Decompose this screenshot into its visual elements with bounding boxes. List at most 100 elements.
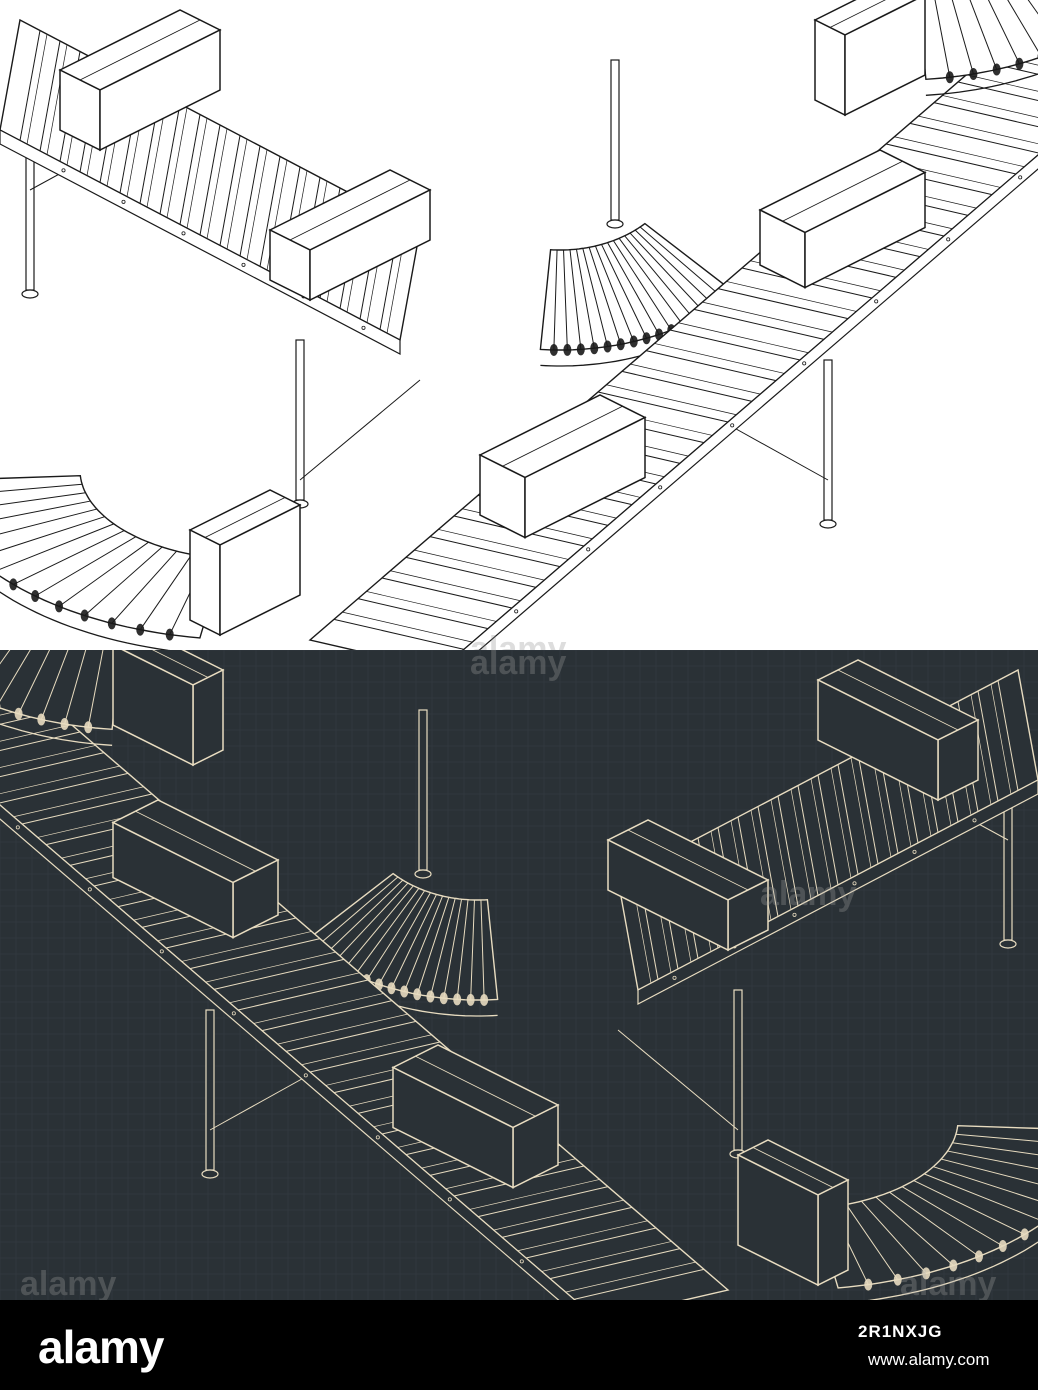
curve-roller — [601, 244, 647, 339]
curve-roller — [582, 248, 609, 347]
box-tape — [79, 19, 201, 81]
curve-frame — [867, 1241, 1038, 1300]
roller-edge — [342, 611, 473, 643]
curve-roller — [87, 650, 104, 728]
roller — [21, 793, 153, 825]
roller — [309, 1041, 441, 1073]
scene-group — [0, 0, 1038, 650]
curve-roller — [366, 890, 425, 981]
roller — [261, 1000, 393, 1032]
frame-bolt — [672, 975, 677, 980]
roller — [777, 795, 799, 907]
frame-bolt — [303, 1073, 308, 1078]
curve-roller — [607, 242, 660, 335]
frame-bolt — [874, 299, 879, 304]
roller-edge — [810, 778, 832, 889]
roller — [957, 81, 1038, 101]
curve-roller — [0, 492, 86, 506]
dark-conveyor-drawing — [0, 650, 1038, 1300]
roller — [817, 774, 839, 886]
leg-foot — [201, 1169, 219, 1179]
curve-roller — [456, 899, 469, 1000]
curve-roller — [342, 885, 414, 971]
frame-bolt — [15, 825, 20, 830]
roller-end — [998, 1239, 1007, 1252]
support-leg — [823, 359, 833, 521]
roller-edge — [990, 684, 1012, 795]
roller-end — [974, 1250, 983, 1263]
roller — [997, 680, 1019, 791]
curve-roller — [0, 516, 105, 552]
curve-bed — [813, 1124, 1038, 1289]
roller-edge — [726, 281, 857, 312]
brace — [617, 1029, 739, 1131]
curve-roller — [0, 523, 115, 570]
roller-edge — [565, 1261, 696, 1293]
frame-bolt — [658, 485, 663, 490]
brace — [299, 379, 421, 481]
conveyor-bed — [0, 669, 730, 1300]
roller-end — [1015, 57, 1024, 70]
roller-edge — [469, 1179, 600, 1210]
roller — [501, 1206, 633, 1238]
watermark-top-light: alamy — [470, 630, 567, 650]
frame-bolt — [375, 1135, 380, 1140]
curve-bed — [0, 474, 225, 639]
roller — [909, 122, 1038, 154]
curve-roller — [969, 0, 998, 70]
roller-end — [480, 993, 489, 1006]
watermark-center-dark: alamy — [760, 875, 857, 913]
curve-roller — [480, 899, 485, 1000]
curve-roller — [443, 899, 463, 999]
roller-end — [945, 71, 954, 84]
box-front — [99, 28, 221, 152]
curve-roller — [0, 650, 31, 702]
support-leg — [25, 149, 35, 291]
roller-edge — [181, 931, 312, 962]
box-side — [189, 528, 221, 637]
roller-end — [84, 721, 93, 734]
roller — [573, 1268, 705, 1300]
roller-end — [949, 1259, 958, 1272]
box-front — [817, 678, 939, 802]
watermark-mid-dark: alamy — [470, 650, 567, 682]
curve-roller — [934, 0, 951, 78]
roller-end — [893, 1273, 902, 1286]
roller — [857, 753, 879, 865]
roller-edge — [186, 118, 208, 229]
roller — [381, 577, 513, 609]
curve-roller — [84, 546, 163, 616]
roller — [0, 772, 129, 804]
support-leg — [733, 989, 743, 1151]
curve-roller — [139, 554, 193, 630]
roller-end — [992, 63, 1001, 76]
roller — [0, 731, 81, 751]
roller-edge — [966, 74, 1038, 92]
roller-edge — [229, 972, 360, 1004]
roller — [357, 598, 489, 630]
roller-edge — [206, 128, 228, 239]
roller-edge — [301, 1034, 432, 1066]
curve-frame — [0, 723, 113, 746]
roller — [933, 102, 1038, 128]
roller — [797, 785, 819, 896]
support-leg — [610, 59, 620, 221]
box-tape — [289, 179, 411, 241]
roller — [693, 308, 825, 340]
roller-end — [642, 332, 651, 345]
roller — [19, 30, 41, 141]
light-blueprint-panel: alamy — [0, 0, 1038, 650]
curve-frame — [0, 591, 171, 650]
roller — [717, 288, 849, 320]
roller-end — [576, 343, 585, 356]
roller-end — [165, 628, 174, 641]
roller — [597, 391, 729, 423]
frame-bolt — [519, 1259, 524, 1264]
roller-end — [590, 342, 599, 355]
roller-end — [9, 578, 18, 591]
curve-bed — [917, 0, 1038, 81]
frame-bolt — [181, 231, 186, 236]
roller-edge — [606, 384, 737, 416]
roller-end — [387, 982, 396, 995]
roller-edge — [850, 757, 872, 868]
